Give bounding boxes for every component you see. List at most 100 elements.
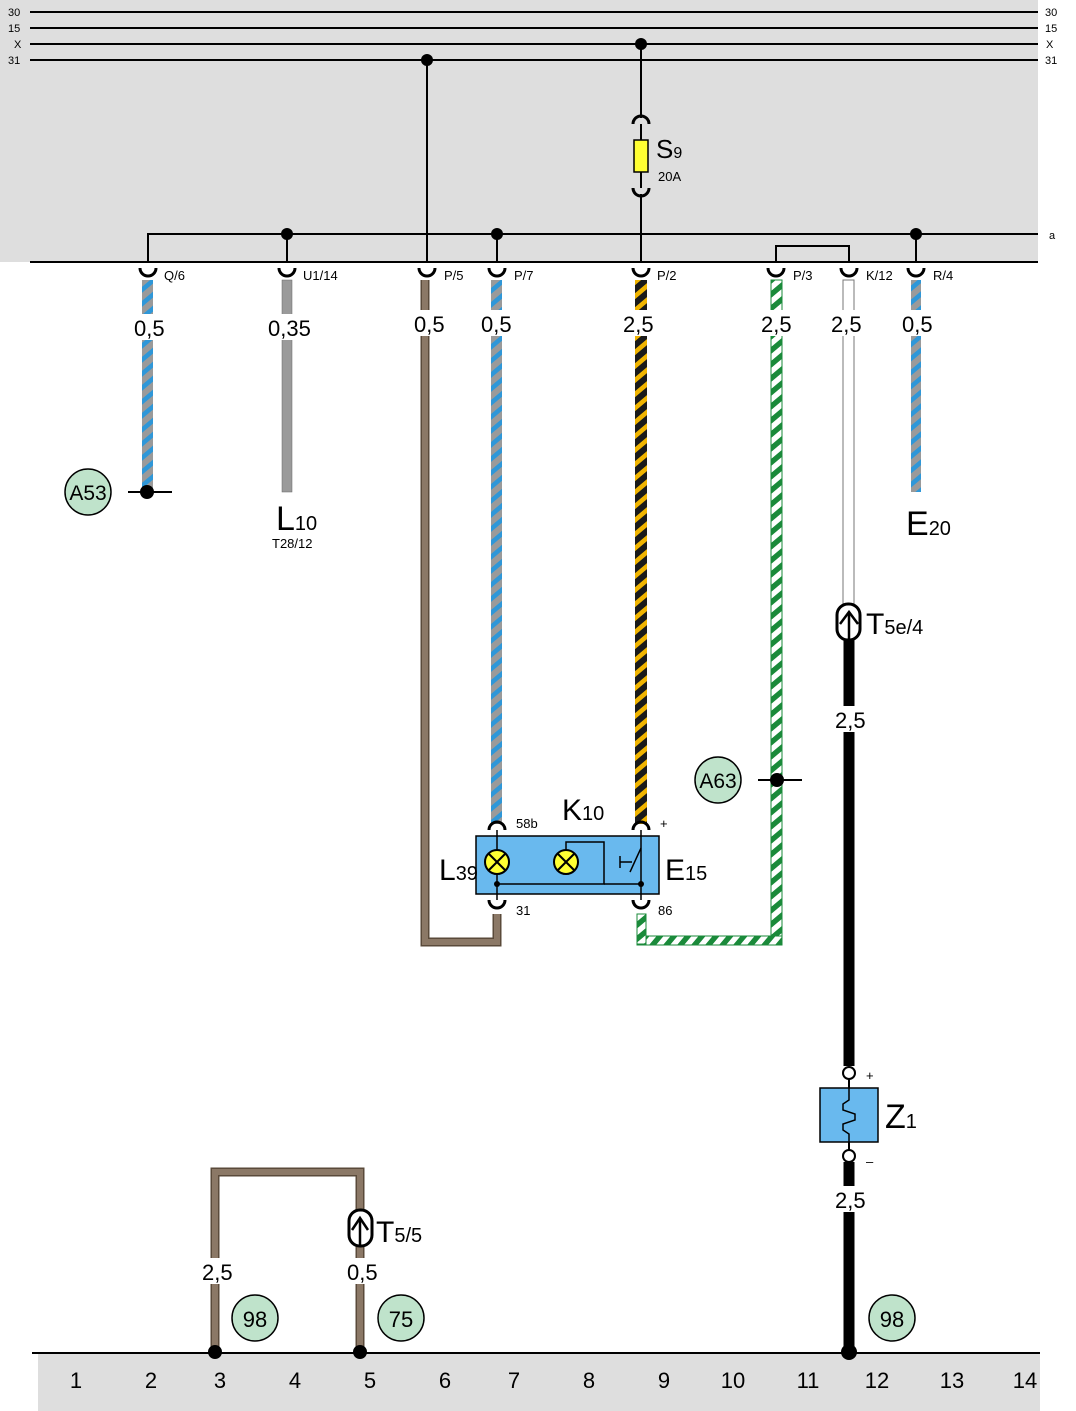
pin-label-q6: Q/6 (164, 268, 185, 283)
size-q6: 0,5 (134, 316, 165, 341)
size-bottom-t55: 0,5 (347, 1260, 378, 1285)
wire-size-labels: 0,5 0,35 0,5 0,5 2,5 2,5 2,5 0,5 2,5 2,5… (130, 310, 934, 1285)
column-number: 9 (658, 1368, 670, 1393)
label-l10-note: T28/12 (272, 536, 312, 551)
wire-p3-to-86 (636, 913, 647, 945)
switch-module (475, 820, 660, 910)
rail-label-30-right: 30 (1045, 7, 1057, 19)
rail-labels-left: 30 15 X 31 (8, 7, 22, 67)
column-number: 8 (583, 1368, 595, 1393)
label-z1: Z1 (885, 1098, 917, 1136)
column-number: 14 (1013, 1368, 1037, 1393)
z1-plus: + (866, 1068, 874, 1083)
connector-t55 (347, 1208, 374, 1248)
rail-label-15: 15 (8, 23, 20, 35)
ground-junctions (208, 1344, 857, 1360)
size-z1-lower: 2,5 (835, 1188, 866, 1213)
rail-label-x-right: X (1046, 39, 1054, 51)
size-k12-lower: 2,5 (835, 708, 866, 733)
label-l10: L10 (276, 500, 317, 538)
size-p7: 0,5 (481, 312, 512, 337)
wire-p3-horizontal (636, 935, 783, 946)
pin-86: 86 (658, 903, 672, 918)
svg-text:75: 75 (389, 1307, 413, 1332)
size-p3: 2,5 (761, 312, 792, 337)
column-number: 2 (145, 1368, 157, 1393)
connector-t5e4 (835, 602, 862, 642)
rail-label-x: X (14, 39, 22, 51)
fuse-name: S9 (656, 134, 682, 164)
rail-label-15-right: 15 (1045, 23, 1057, 35)
bus-label-a: a (1049, 230, 1056, 242)
power-rails (30, 11, 1038, 61)
column-number: 3 (214, 1368, 226, 1393)
wire-p5 (422, 280, 500, 945)
internal-bus-a (147, 233, 1038, 262)
ref-a63: A63 (694, 756, 742, 804)
rail-label-31-right: 31 (1045, 55, 1057, 67)
ground-point-a53 (128, 485, 172, 499)
lamp-icon (484, 849, 510, 875)
lamp-icon (553, 849, 579, 875)
ground-point-a63 (758, 773, 802, 787)
column-number: 4 (289, 1368, 301, 1393)
column-number: 13 (940, 1368, 964, 1393)
column-number: 1 (70, 1368, 82, 1393)
size-p2: 2,5 (623, 312, 654, 337)
pin-label-r4: R/4 (933, 268, 953, 283)
label-e20: E20 (906, 505, 951, 543)
column-number: 10 (721, 1368, 745, 1393)
fuse-panel-background (0, 0, 1038, 262)
svg-text:A63: A63 (699, 770, 736, 793)
size-k12: 2,5 (831, 312, 862, 337)
size-p5: 0,5 (414, 312, 445, 337)
pin-labels: Q/6 U1/14 P/5 P/7 P/2 P/3 K/12 R/4 (164, 268, 953, 283)
ref-98-left: 98 (231, 1294, 279, 1342)
size-bottom-left: 2,5 (202, 1260, 233, 1285)
ref-98-right: 98 (868, 1294, 916, 1342)
panel-connectors (138, 267, 926, 278)
component-z1 (819, 1066, 879, 1163)
size-r4: 0,5 (902, 312, 933, 337)
fuse-rating: 20A (658, 169, 681, 184)
ref-a53: A53 (64, 468, 112, 516)
fuse-s9 (631, 114, 651, 198)
switch-icon (619, 847, 642, 873)
pin-label-p2: P/2 (657, 268, 677, 283)
column-number: 5 (364, 1368, 376, 1393)
pin-label-k12: K/12 (866, 268, 893, 283)
pin-label-p7: P/7 (514, 268, 534, 283)
svg-text:A53: A53 (69, 482, 106, 505)
ref-75: 75 (377, 1294, 425, 1342)
svg-text:98: 98 (880, 1307, 904, 1332)
column-number: 12 (865, 1368, 889, 1393)
rail-labels-right: 30 15 X 31 (1045, 7, 1057, 67)
column-number: 6 (439, 1368, 451, 1393)
svg-text:98: 98 (243, 1307, 267, 1332)
pin-label-p5: P/5 (444, 268, 464, 283)
resistor-icon (842, 1088, 856, 1142)
z1-minus: – (866, 1154, 874, 1169)
column-number: 11 (797, 1368, 820, 1393)
wire-p7 (491, 280, 502, 824)
wire-p2 (635, 280, 647, 824)
pin-label-p3: P/3 (793, 268, 813, 283)
label-e15: E15 (665, 854, 707, 887)
pin-31: 31 (516, 903, 530, 918)
column-strip (38, 1354, 1040, 1411)
wire-q6 (142, 280, 153, 492)
junction-dots (281, 38, 922, 240)
label-l39: L39 (439, 854, 478, 887)
label-t55: T5/5 (376, 1216, 422, 1249)
label-k10: K10 (562, 794, 604, 827)
rail-label-31: 31 (8, 55, 20, 67)
wire-u114 (281, 279, 293, 493)
pin-label-u114: U1/14 (303, 268, 338, 283)
label-t5e4: T5e/4 (866, 608, 923, 641)
column-numbers: 1 2 3 4 5 6 7 8 9 10 11 12 13 14 (70, 1368, 1037, 1393)
size-u114: 0,35 (268, 316, 311, 341)
pin-58b: 58b (516, 816, 538, 831)
rail-label-30: 30 (8, 7, 20, 19)
